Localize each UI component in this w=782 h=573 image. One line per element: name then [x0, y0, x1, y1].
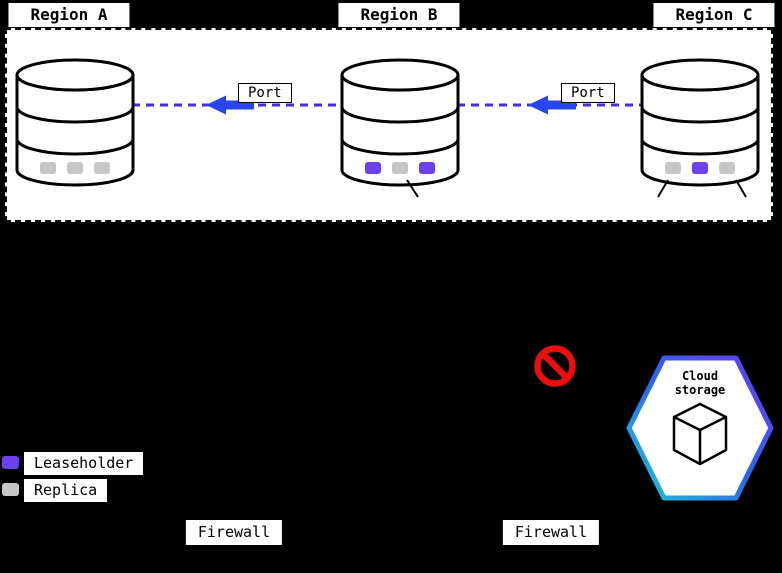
- replica-square: [719, 162, 735, 174]
- leaseholder-swatch: [2, 456, 19, 469]
- arrow-left-icon: [528, 95, 576, 115]
- cloud-storage-hexagon: [626, 355, 774, 501]
- region-a-label: Region A: [8, 3, 130, 27]
- replica-swatch: [2, 483, 19, 496]
- replica-square: [40, 162, 56, 174]
- cube-icon: [672, 402, 728, 466]
- leaseholder-square: [419, 162, 435, 174]
- no-access-icon: [534, 345, 576, 387]
- firewall-label-1: Firewall: [185, 520, 283, 545]
- region-c-label: Region C: [653, 3, 775, 27]
- replica-square: [67, 162, 83, 174]
- replica-row-region-b: [365, 162, 435, 174]
- firewall-label-2: Firewall: [502, 520, 600, 545]
- leader-line: [657, 179, 669, 198]
- replica-square: [94, 162, 110, 174]
- legend-label-replica: Replica: [24, 479, 108, 502]
- leader-lines: [406, 179, 747, 198]
- cloud-storage-label-line1: Cloud: [682, 369, 718, 383]
- arrow-left-icon: [206, 95, 254, 115]
- leader-line: [735, 179, 747, 198]
- replica-row-region-c: [665, 162, 735, 174]
- replica-row-region-a: [40, 162, 110, 174]
- leader-line: [406, 179, 419, 198]
- region-b-label: Region B: [338, 3, 460, 27]
- leaseholder-square: [365, 162, 381, 174]
- port-label-bc: Port: [561, 83, 615, 103]
- cloud-storage: Cloud storage: [626, 355, 774, 501]
- port-label-ab: Port: [238, 83, 292, 103]
- replica-square: [392, 162, 408, 174]
- legend-label-leaseholder: Leaseholder: [24, 452, 144, 475]
- replica-square: [665, 162, 681, 174]
- cloud-storage-label-line2: storage: [675, 383, 726, 397]
- leaseholder-square: [692, 162, 708, 174]
